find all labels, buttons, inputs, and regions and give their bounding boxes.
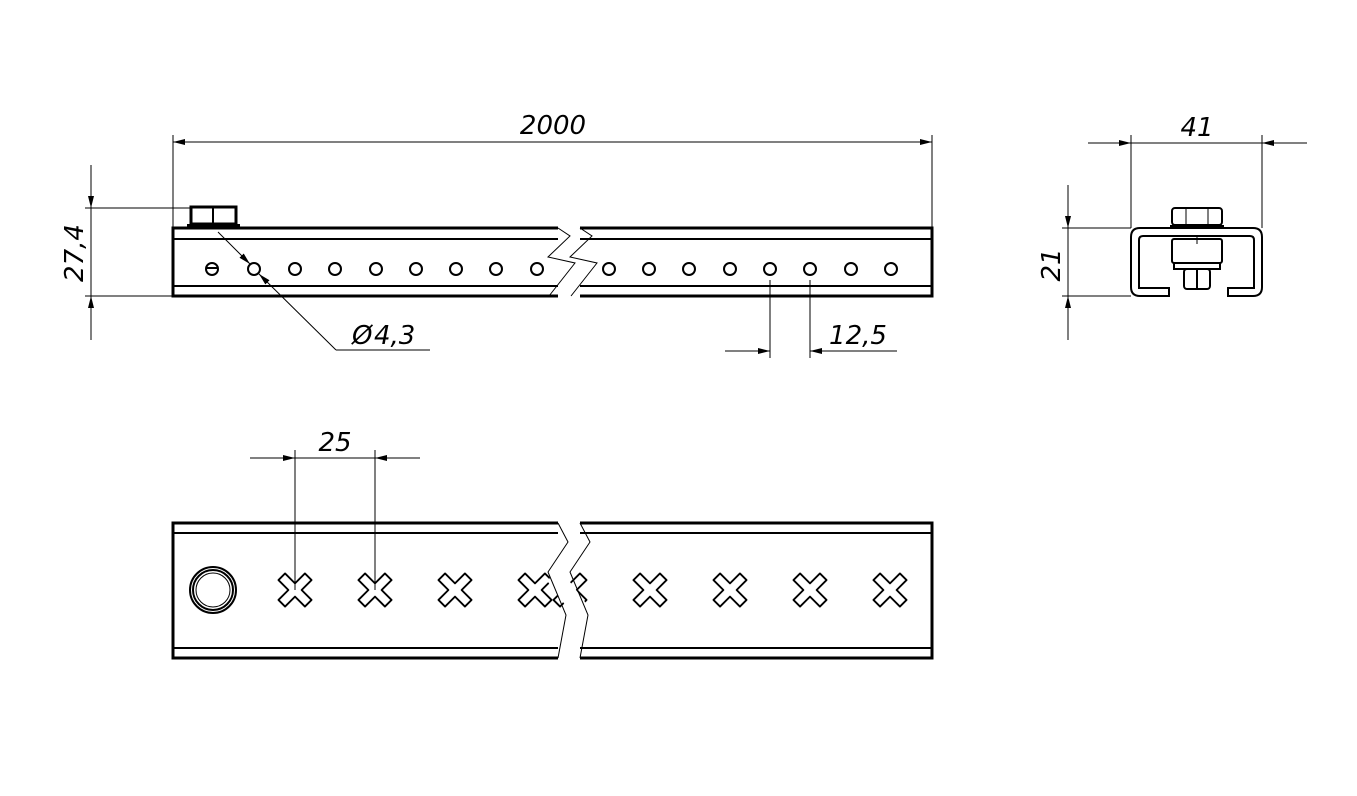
dimension-label-pitch: 12,5 — [829, 321, 887, 351]
break-line — [547, 522, 569, 659]
dimension-cross-pitch: 25 — [250, 428, 420, 590]
dimension-length: 2000 — [172, 111, 933, 228]
dimension-label-height: 27,4 — [60, 224, 90, 282]
dimension-label-diameter: 4,3 — [374, 321, 415, 351]
side-view: 41 21 — [1037, 113, 1307, 340]
plan-view: 25 — [171, 428, 934, 660]
dimension-height-with-bolt: 27,4 — [60, 165, 191, 340]
dimension-hole-pitch: 12,5 — [725, 280, 897, 358]
diameter-symbol: Ø — [351, 321, 374, 351]
dimension-side-height: 21 — [1037, 185, 1131, 340]
slotted-hole — [205, 262, 219, 276]
dimension-label-side-height: 21 — [1037, 248, 1067, 281]
break-line — [546, 227, 576, 297]
bolt-top — [189, 566, 237, 614]
dimension-label-width: 41 — [1180, 113, 1213, 143]
bolt-side — [1170, 207, 1224, 290]
front-view: 2000 27,4 Ø 4,3 12,5 — [60, 111, 934, 358]
dimension-hole-diameter: Ø 4,3 — [217, 231, 430, 351]
cross-holes — [267, 562, 918, 618]
bolt-head — [187, 205, 240, 228]
dimension-width: 41 — [1088, 113, 1307, 228]
round-holes — [247, 262, 898, 276]
dimension-label-cross-pitch: 25 — [318, 428, 351, 458]
dimension-label-length: 2000 — [520, 111, 586, 141]
